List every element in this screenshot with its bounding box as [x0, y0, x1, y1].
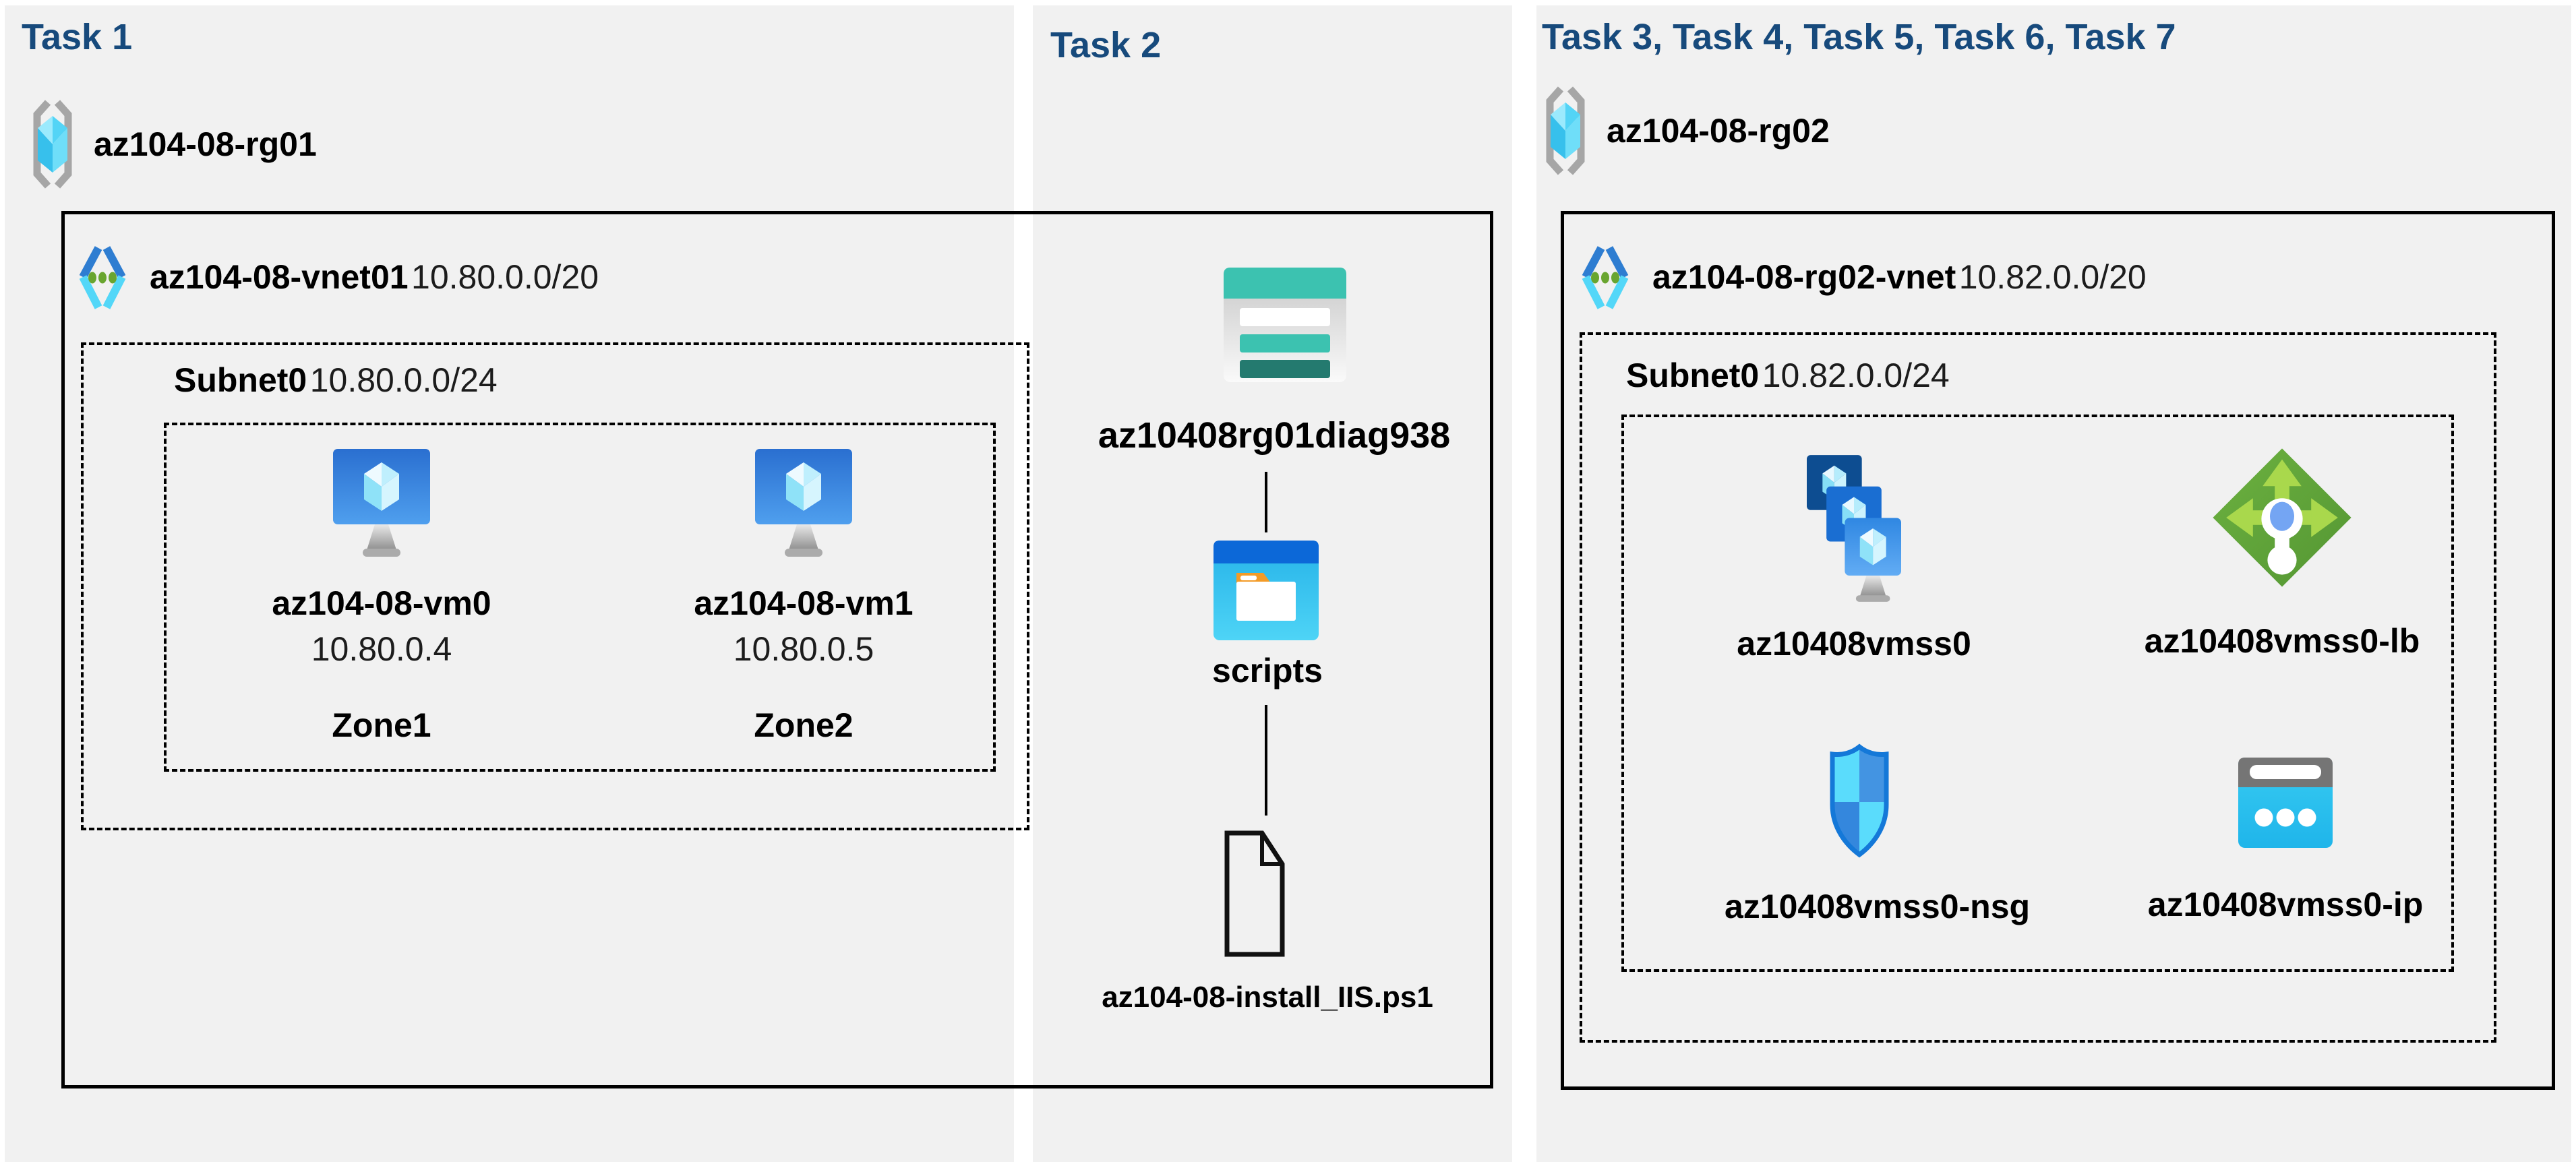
vnet-name: az104-08-vnet01 [150, 258, 409, 296]
task1-panel [5, 5, 1014, 1162]
vnet-label: az104-08-rg02-vnet 10.82.0.0/20 [1652, 257, 2147, 297]
container-name: scripts [1212, 652, 1323, 689]
vnet-cidr: 10.82.0.0/20 [1958, 258, 2147, 296]
vm-ip: 10.80.0.4 [311, 630, 452, 668]
resource-name: az10408vmss0-ip [2147, 886, 2424, 923]
virtual-machine-icon [755, 449, 852, 557]
load-balancer-icon [2209, 445, 2355, 587]
vm0-block: az104-08-vm0 10.80.0.4 Zone1 [247, 449, 516, 745]
resource-group-icon [32, 98, 73, 190]
blob-container-folder-icon [1214, 541, 1319, 640]
vmss-block: az10408vmss0 [1719, 453, 1989, 663]
vnet01-boundary-box [61, 211, 1493, 1088]
file-icon [1222, 828, 1286, 960]
vmss-group-box-task3 [1621, 415, 2454, 972]
subnet-cidr: 10.80.0.0/24 [309, 361, 498, 399]
load-balancer-block: az10408vmss0-lb [2140, 445, 2424, 661]
rg02-vnet-boundary-box [1561, 211, 2555, 1090]
subnet-label-task3: Subnet0 10.82.0.0/24 [1626, 356, 1950, 395]
resource-group-row-rg01: az104-08-rg01 [32, 98, 317, 190]
vnet-label: az104-08-vnet01 10.80.0.0/20 [150, 257, 599, 297]
public-ip-block: az10408vmss0-ip [2144, 758, 2427, 924]
task2-title: Task 2 [1050, 25, 1162, 65]
subnet-cidr: 10.82.0.0/24 [1762, 357, 1950, 394]
vm-zone: Zone2 [754, 706, 853, 744]
nsg-block: az10408vmss0-nsg [1725, 743, 2031, 926]
public-ip-icon [2238, 758, 2333, 848]
vm-scale-set-icon [1807, 453, 1901, 602]
virtual-network-icon [1581, 243, 1629, 312]
vm-group-box-task1 [164, 423, 996, 772]
resource-group-row-rg02: az104-08-rg02 [1545, 85, 1830, 177]
task1-title: Task 1 [22, 17, 133, 57]
vnet-cidr: 10.80.0.0/20 [411, 258, 599, 296]
subnet-label-task1: Subnet0 10.80.0.0/24 [174, 361, 498, 400]
virtual-machine-icon [333, 449, 430, 557]
vm-ip: 10.80.0.5 [733, 630, 874, 668]
storage-account-name: az10408rg01diag938 [1098, 415, 1451, 456]
vm1-block: az104-08-vm1 10.80.0.5 Zone2 [669, 449, 938, 745]
vnet-row-task1: az104-08-vnet01 10.80.0.0/20 [78, 241, 599, 313]
virtual-network-icon [78, 243, 127, 312]
resource-name: az10408vmss0-nsg [1725, 888, 2031, 925]
resource-group-name: az104-08-rg02 [1607, 112, 1830, 150]
subnet-name: Subnet0 [174, 361, 307, 399]
task3-title: Task 3, Task 4, Task 5, Task 6, Task 7 [1542, 17, 2176, 57]
resource-name: az10408vmss0-lb [2144, 622, 2420, 660]
vnet-name: az104-08-rg02-vnet [1652, 258, 1956, 296]
network-security-group-icon [1828, 743, 1890, 858]
resource-group-icon [1545, 85, 1586, 177]
vm-name: az104-08-vm0 [272, 584, 491, 622]
connector-storage-to-scripts [1265, 472, 1267, 532]
subnet0-box-task1 [81, 342, 1029, 830]
connector-scripts-to-file [1265, 705, 1267, 816]
resource-name: az10408vmss0 [1737, 625, 1971, 663]
storage-account-icon [1224, 268, 1346, 382]
vnet-row-task3: az104-08-rg02-vnet 10.82.0.0/20 [1581, 241, 2147, 313]
vm-name: az104-08-vm1 [694, 584, 913, 622]
subnet0-box-task3 [1580, 332, 2496, 1043]
subnet-name: Subnet0 [1626, 357, 1760, 394]
script-file-name: az104-08-install_IIS.ps1 [1102, 981, 1433, 1014]
vm-zone: Zone1 [332, 706, 431, 744]
resource-group-name: az104-08-rg01 [94, 125, 317, 163]
